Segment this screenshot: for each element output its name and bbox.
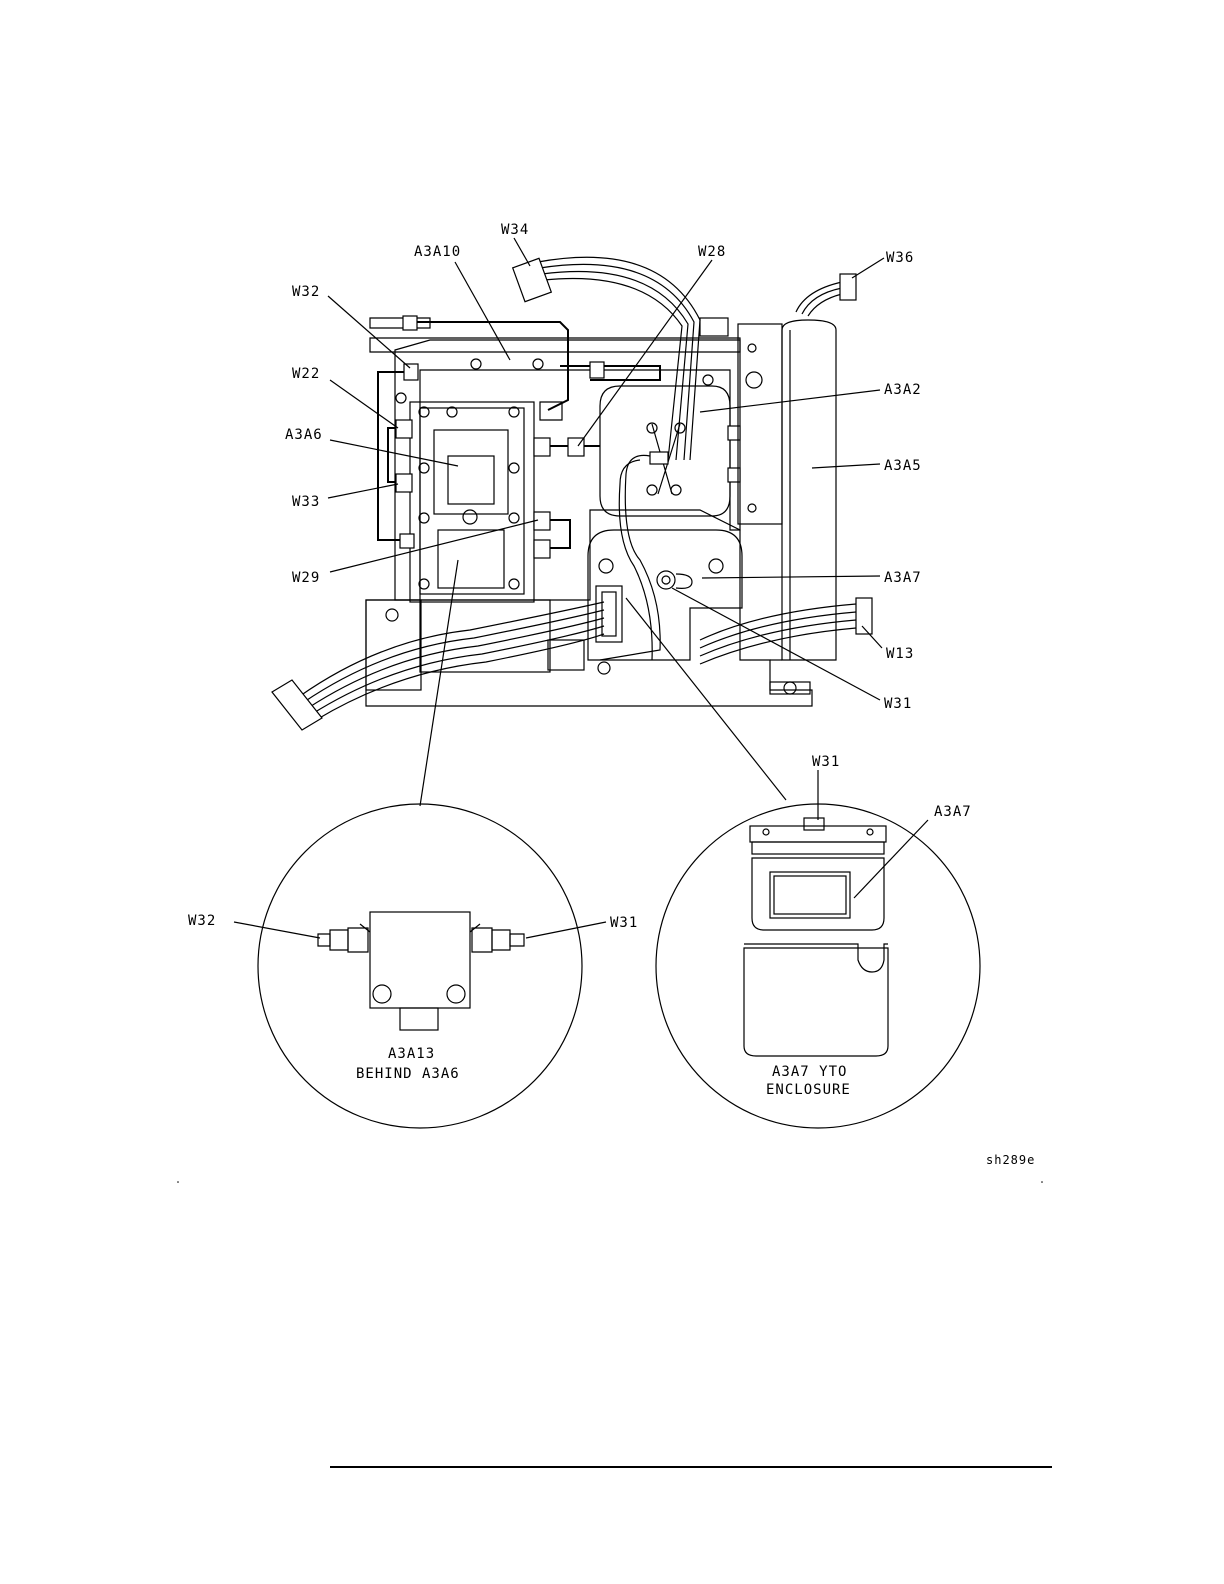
label-w36: W36 — [886, 250, 914, 266]
label-a3a7: A3A7 — [884, 570, 922, 586]
detail-left-label-w31: W31 — [610, 915, 638, 931]
detail-right-label-a3a7: A3A7 — [934, 804, 972, 820]
label-w31: W31 — [884, 696, 912, 712]
figure-code: sh289e — [986, 1153, 1035, 1167]
detail-right-a3a7-yto: W31 A3A7 A3A7 YTO ENCLOSURE — [656, 754, 980, 1128]
detail-left-label-w32: W32 — [188, 913, 216, 929]
label-a3a10: A3A10 — [414, 244, 461, 260]
detail-right-label-w31: W31 — [812, 754, 840, 770]
label-a3a5: A3A5 — [884, 458, 922, 474]
label-w34: W34 — [501, 222, 529, 238]
label-a3a6: A3A6 — [285, 427, 323, 443]
detail-left-a3a13: W32 W31 A3A13 BEHIND A3A6 — [188, 804, 638, 1128]
detail-left-caption-2: BEHIND A3A6 — [356, 1066, 460, 1082]
detail-right-caption-2: ENCLOSURE — [766, 1082, 851, 1098]
label-w22: W22 — [292, 366, 320, 382]
label-w28: W28 — [698, 244, 726, 260]
detail-right-caption-1: A3A7 YTO — [772, 1064, 847, 1080]
label-w32: W32 — [292, 284, 320, 300]
label-w29: W29 — [292, 570, 320, 586]
label-w13: W13 — [886, 646, 914, 662]
corner-mark-left — [177, 1181, 179, 1183]
main-assembly — [272, 257, 872, 730]
detail-left-caption-1: A3A13 — [388, 1046, 435, 1062]
footer-rule — [330, 1466, 1052, 1468]
corner-mark-right — [1041, 1181, 1043, 1183]
label-w33: W33 — [292, 494, 320, 510]
label-a3a2: A3A2 — [884, 382, 922, 398]
